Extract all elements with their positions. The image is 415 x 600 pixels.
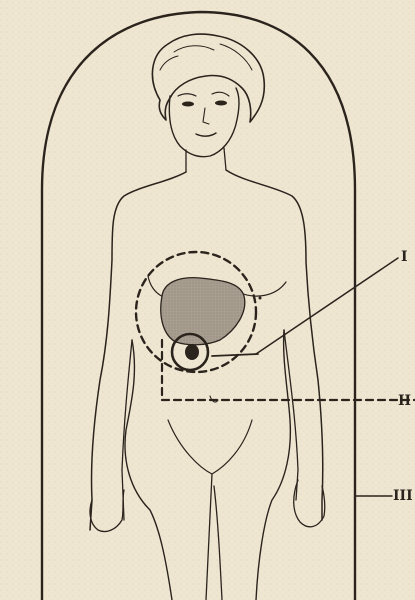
- left-eye: [182, 102, 194, 107]
- right-nipple: [259, 297, 262, 300]
- label-zone-3: III: [393, 489, 413, 503]
- right-eye: [215, 101, 227, 106]
- label-zone-1: I: [401, 250, 408, 264]
- gallbladder: [185, 344, 199, 360]
- label-zone-2: II: [398, 394, 411, 408]
